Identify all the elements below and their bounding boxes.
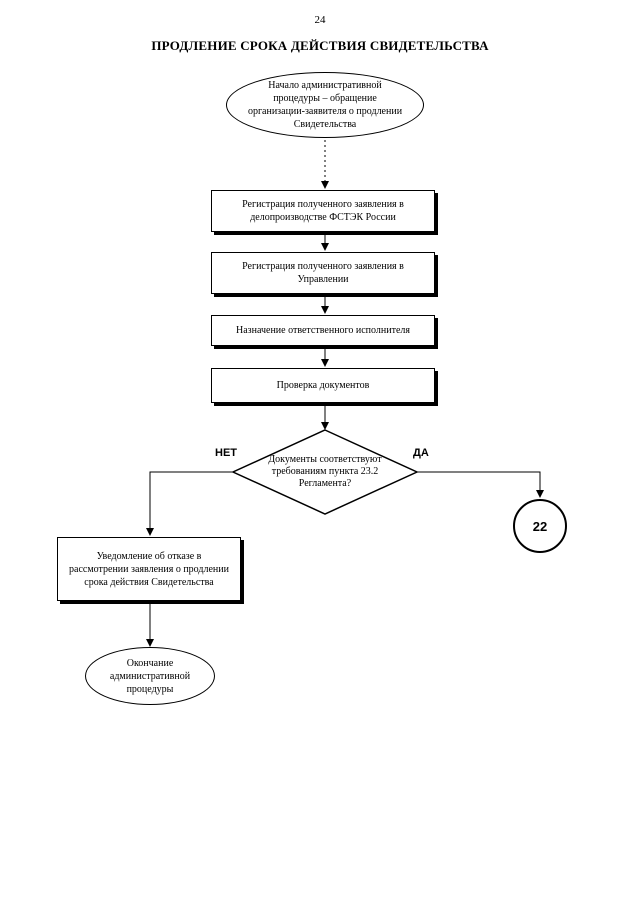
process-registration-office-text: Регистрация полученного заявления в Упра… — [242, 261, 404, 285]
branch-label-no: НЕТ — [215, 447, 237, 459]
process-check-documents: Проверка документов — [211, 368, 435, 403]
process-assign-executor: Назначение ответственного исполнителя — [211, 315, 435, 346]
decision-text: Документы соответствуют требованиям пунк… — [265, 442, 385, 502]
edge-decision-yes — [417, 471, 544, 498]
process-refusal-notice-text: Уведомление об отказе в рассмотрении зая… — [69, 550, 229, 588]
start-node: Начало административной процедуры – обра… — [226, 72, 424, 138]
end-node: Окончание административной процедуры — [85, 647, 215, 705]
process-refusal-notice: Уведомление об отказе в рассмотрении зая… — [57, 537, 241, 601]
offpage-connector-circle — [513, 499, 567, 553]
process-check-documents-text: Проверка документов — [276, 380, 370, 391]
page-number: 24 — [314, 14, 326, 26]
end-node-text: Окончание административной процедуры — [109, 657, 191, 695]
page-title: ПРОДЛЕНИЕ СРОКА ДЕЙСТВИЯ СВИДЕТЕЛЬСТВА — [151, 38, 489, 53]
process-registration-fstek: Регистрация полученного заявления в дело… — [211, 190, 435, 232]
process-registration-fstek-text: Регистрация полученного заявления в дело… — [242, 199, 404, 223]
offpage-connector-label: 22 — [533, 519, 547, 534]
process-registration-office: Регистрация полученного заявления в Упра… — [211, 252, 435, 294]
branch-label-yes: ДА — [413, 447, 429, 459]
decision-question: Документы соответствуют требованиям пунк… — [268, 454, 382, 489]
process-assign-executor-text: Назначение ответственного исполнителя — [235, 325, 410, 336]
edge-decision-no — [146, 471, 233, 536]
start-node-text: Начало административной процедуры – обра… — [247, 80, 403, 130]
decision-diamond — [231, 429, 419, 515]
